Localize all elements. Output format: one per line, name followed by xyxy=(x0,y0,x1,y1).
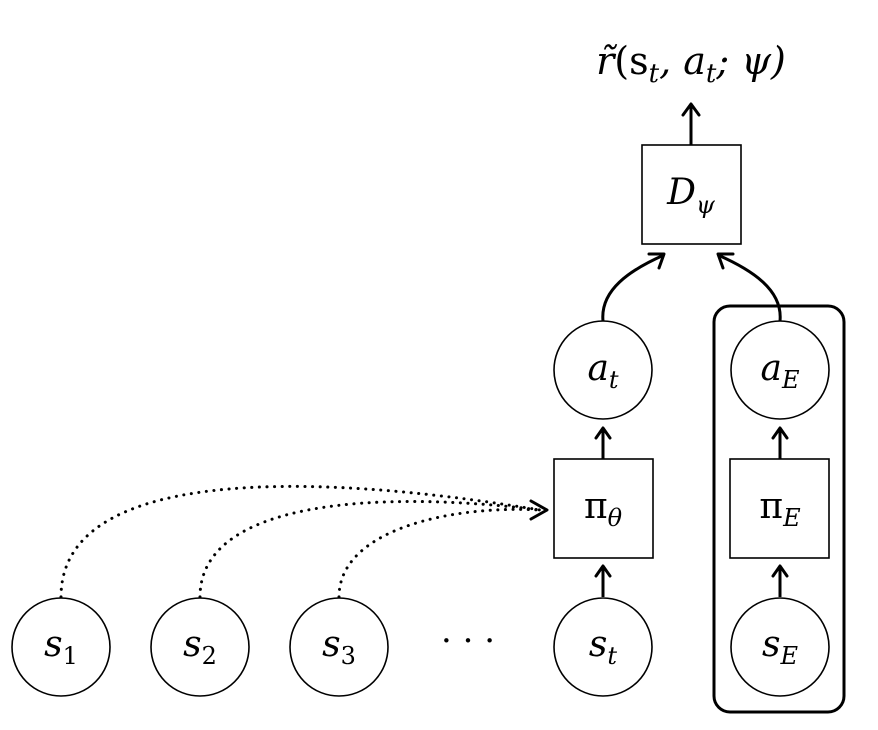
dotted-edge-s2-to-policy xyxy=(198,500,542,599)
discriminator-node: Dψ xyxy=(641,144,742,245)
reward-symbol: r̃ xyxy=(596,39,617,83)
arrowhead-output xyxy=(681,102,701,117)
arrowhead-policy xyxy=(594,564,612,578)
arrowhead-dotted-policy xyxy=(529,499,549,521)
expert-action-node: aE xyxy=(730,320,830,420)
expert-state-label: sE xyxy=(762,624,798,670)
expert-state-node: sE xyxy=(730,597,830,697)
state-label-s3: s3 xyxy=(322,624,356,670)
action-label: at xyxy=(587,348,618,394)
arrowhead-action-discriminator xyxy=(647,252,666,270)
state-node-s2: s2 xyxy=(150,597,250,697)
reward-output-label: r̃(st, at; ψ) xyxy=(596,39,786,89)
edge-expert-action-to-discriminator xyxy=(717,253,782,322)
discriminator-label: Dψ xyxy=(666,172,716,219)
state-node-s3: s3 xyxy=(289,597,389,697)
dotted-edge-s3-to-policy xyxy=(337,507,542,599)
state-label-current: st xyxy=(589,624,617,670)
expert-action-label: aE xyxy=(761,348,800,394)
policy-label: πθ xyxy=(584,486,623,532)
arrowhead-expert-policy xyxy=(771,564,789,578)
state-node-s1: s1 xyxy=(11,597,111,697)
edge-action-to-discriminator xyxy=(601,253,665,322)
state-label-s2: s2 xyxy=(183,624,217,670)
action-node: at xyxy=(553,320,653,420)
dotted-edge-s1-to-policy xyxy=(59,484,542,599)
state-node-current: st xyxy=(553,597,653,697)
policy-node: πθ xyxy=(553,458,654,559)
arrowhead-expert-action-discriminator xyxy=(716,252,735,270)
expert-policy-node: πE xyxy=(729,458,830,559)
arrowhead-expert-action xyxy=(771,426,789,440)
ellipsis: · · · xyxy=(441,621,495,661)
state-label-s1: s1 xyxy=(44,624,78,670)
edges xyxy=(59,102,789,599)
expert-policy-label: πE xyxy=(759,486,801,532)
arrowhead-action xyxy=(594,426,612,440)
